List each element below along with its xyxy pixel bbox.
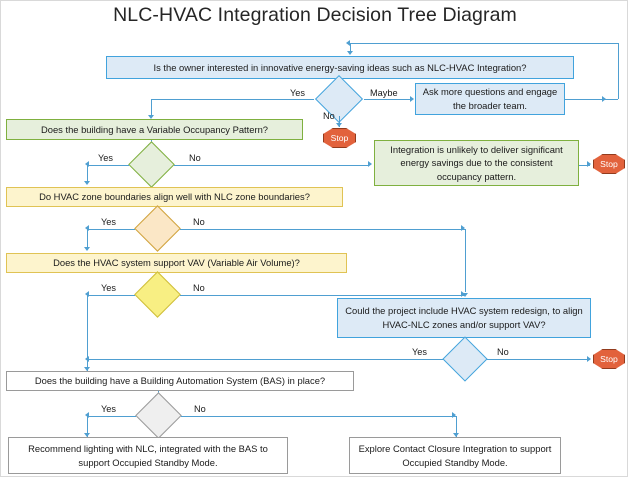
redesign-yes-arrow-left [85, 355, 89, 362]
owner-no-arrow [336, 123, 342, 127]
outcome-explore-contact-closure[interactable]: Explore Contact Closure Integration to s… [349, 437, 561, 474]
redesign-yes-hline [87, 359, 443, 360]
question-zone-boundaries[interactable]: Do HVAC zone boundaries align well with … [6, 187, 343, 207]
bas-yes-hline [87, 415, 136, 417]
edge-label-owner-no: No [323, 111, 335, 121]
edge-label-bas-yes: Yes [101, 404, 116, 414]
owner-maybe-hline [364, 99, 412, 100]
action-ask-more-questions[interactable]: Ask more questions and engage the broade… [415, 83, 565, 115]
decision-zone-boundaries[interactable] [134, 205, 181, 252]
edge-label-owner-maybe: Maybe [370, 88, 398, 98]
decision-bas-in-place[interactable] [135, 392, 182, 439]
vav-yes-vline [87, 294, 88, 372]
edge-label-redesign-yes: Yes [412, 347, 427, 357]
edge-label-zones-yes: Yes [101, 217, 116, 227]
decision-variable-occupancy[interactable] [128, 141, 175, 188]
owner-yes-hline [151, 99, 314, 100]
terminal-stop-1[interactable]: Stop [323, 128, 356, 148]
redesign-no-arrow [587, 355, 591, 362]
bas-yes-vline [87, 415, 88, 437]
occupancy-no-hline [174, 164, 369, 166]
edge-label-vav-yes: Yes [101, 283, 116, 293]
unlikely-to-stop-arrow [587, 161, 591, 168]
loop-down-to-top-box-vline [350, 43, 351, 53]
edge-label-occupancy-yes: Yes [98, 153, 113, 163]
terminal-stop-3[interactable]: Stop [593, 349, 625, 369]
owner-maybe-arrow [410, 95, 414, 102]
question-vav-support[interactable]: Does the HVAC system support VAV (Variab… [6, 253, 347, 273]
ask-to-rail-hline [565, 99, 618, 100]
loop-top-hline [350, 43, 618, 44]
loop-arrow-left-top [346, 39, 350, 46]
zones-yes-vline [87, 228, 88, 249]
loop-right-vline [618, 43, 619, 99]
vav-yes-arrow-down [84, 367, 90, 371]
unlikely-to-stop-hline [579, 164, 590, 166]
owner-no-vline [339, 116, 340, 127]
zones-yes-arrow-down [84, 247, 90, 251]
question-variable-occupancy[interactable]: Does the building have a Variable Occupa… [6, 119, 303, 140]
loop-arrow-into-top-box [347, 51, 353, 55]
bas-no-vline [456, 415, 457, 437]
occupancy-yes-vline [87, 164, 88, 183]
edge-label-occupancy-no: No [189, 153, 201, 163]
occupancy-yes-arrow-left [85, 161, 89, 168]
loop-arrow-into-ask [602, 95, 606, 102]
owner-yes-arrow [148, 115, 154, 119]
edge-label-zones-no: No [193, 217, 205, 227]
occupancy-yes-hline [87, 164, 129, 166]
zones-no-hline [180, 228, 465, 230]
zones-yes-hline [87, 228, 135, 230]
bas-yes-arrow-down [84, 433, 90, 437]
page-title: NLC-HVAC Integration Decision Tree Diagr… [113, 4, 517, 26]
bas-no-hline [181, 415, 456, 417]
vav-no-arrow-into-redesign [462, 293, 468, 297]
vav-no-hline [180, 294, 465, 296]
outcome-recommend-nlc-bas[interactable]: Recommend lighting with NLC, integrated … [8, 437, 288, 474]
occupancy-no-arrow [368, 161, 372, 168]
zones-no-vline [465, 228, 466, 292]
bas-no-arrow-right [452, 412, 456, 419]
redesign-no-hline [487, 359, 590, 360]
decision-vav-support[interactable] [134, 271, 181, 318]
bas-yes-arrow-left [85, 412, 89, 419]
occupancy-yes-arrow-down [84, 181, 90, 185]
vav-yes-hline [87, 294, 135, 296]
zones-no-arrow-right [461, 225, 465, 232]
decision-hvac-redesign[interactable] [442, 336, 488, 382]
edge-label-bas-no: No [194, 404, 206, 414]
question-bas-in-place[interactable]: Does the building have a Building Automa… [6, 371, 354, 391]
edge-label-redesign-no: No [497, 347, 509, 357]
zones-yes-arrow-left [85, 225, 89, 232]
edge-label-vav-no: No [193, 283, 205, 293]
bas-no-arrow-down [453, 433, 459, 437]
terminal-stop-2[interactable]: Stop [593, 154, 625, 174]
outcome-integration-unlikely[interactable]: Integration is unlikely to deliver signi… [374, 140, 579, 186]
edge-label-owner-yes: Yes [290, 88, 305, 98]
owner-yes-vline [151, 99, 152, 117]
vav-yes-arrow-left [85, 291, 89, 298]
question-hvac-redesign[interactable]: Could the project include HVAC system re… [337, 298, 591, 338]
